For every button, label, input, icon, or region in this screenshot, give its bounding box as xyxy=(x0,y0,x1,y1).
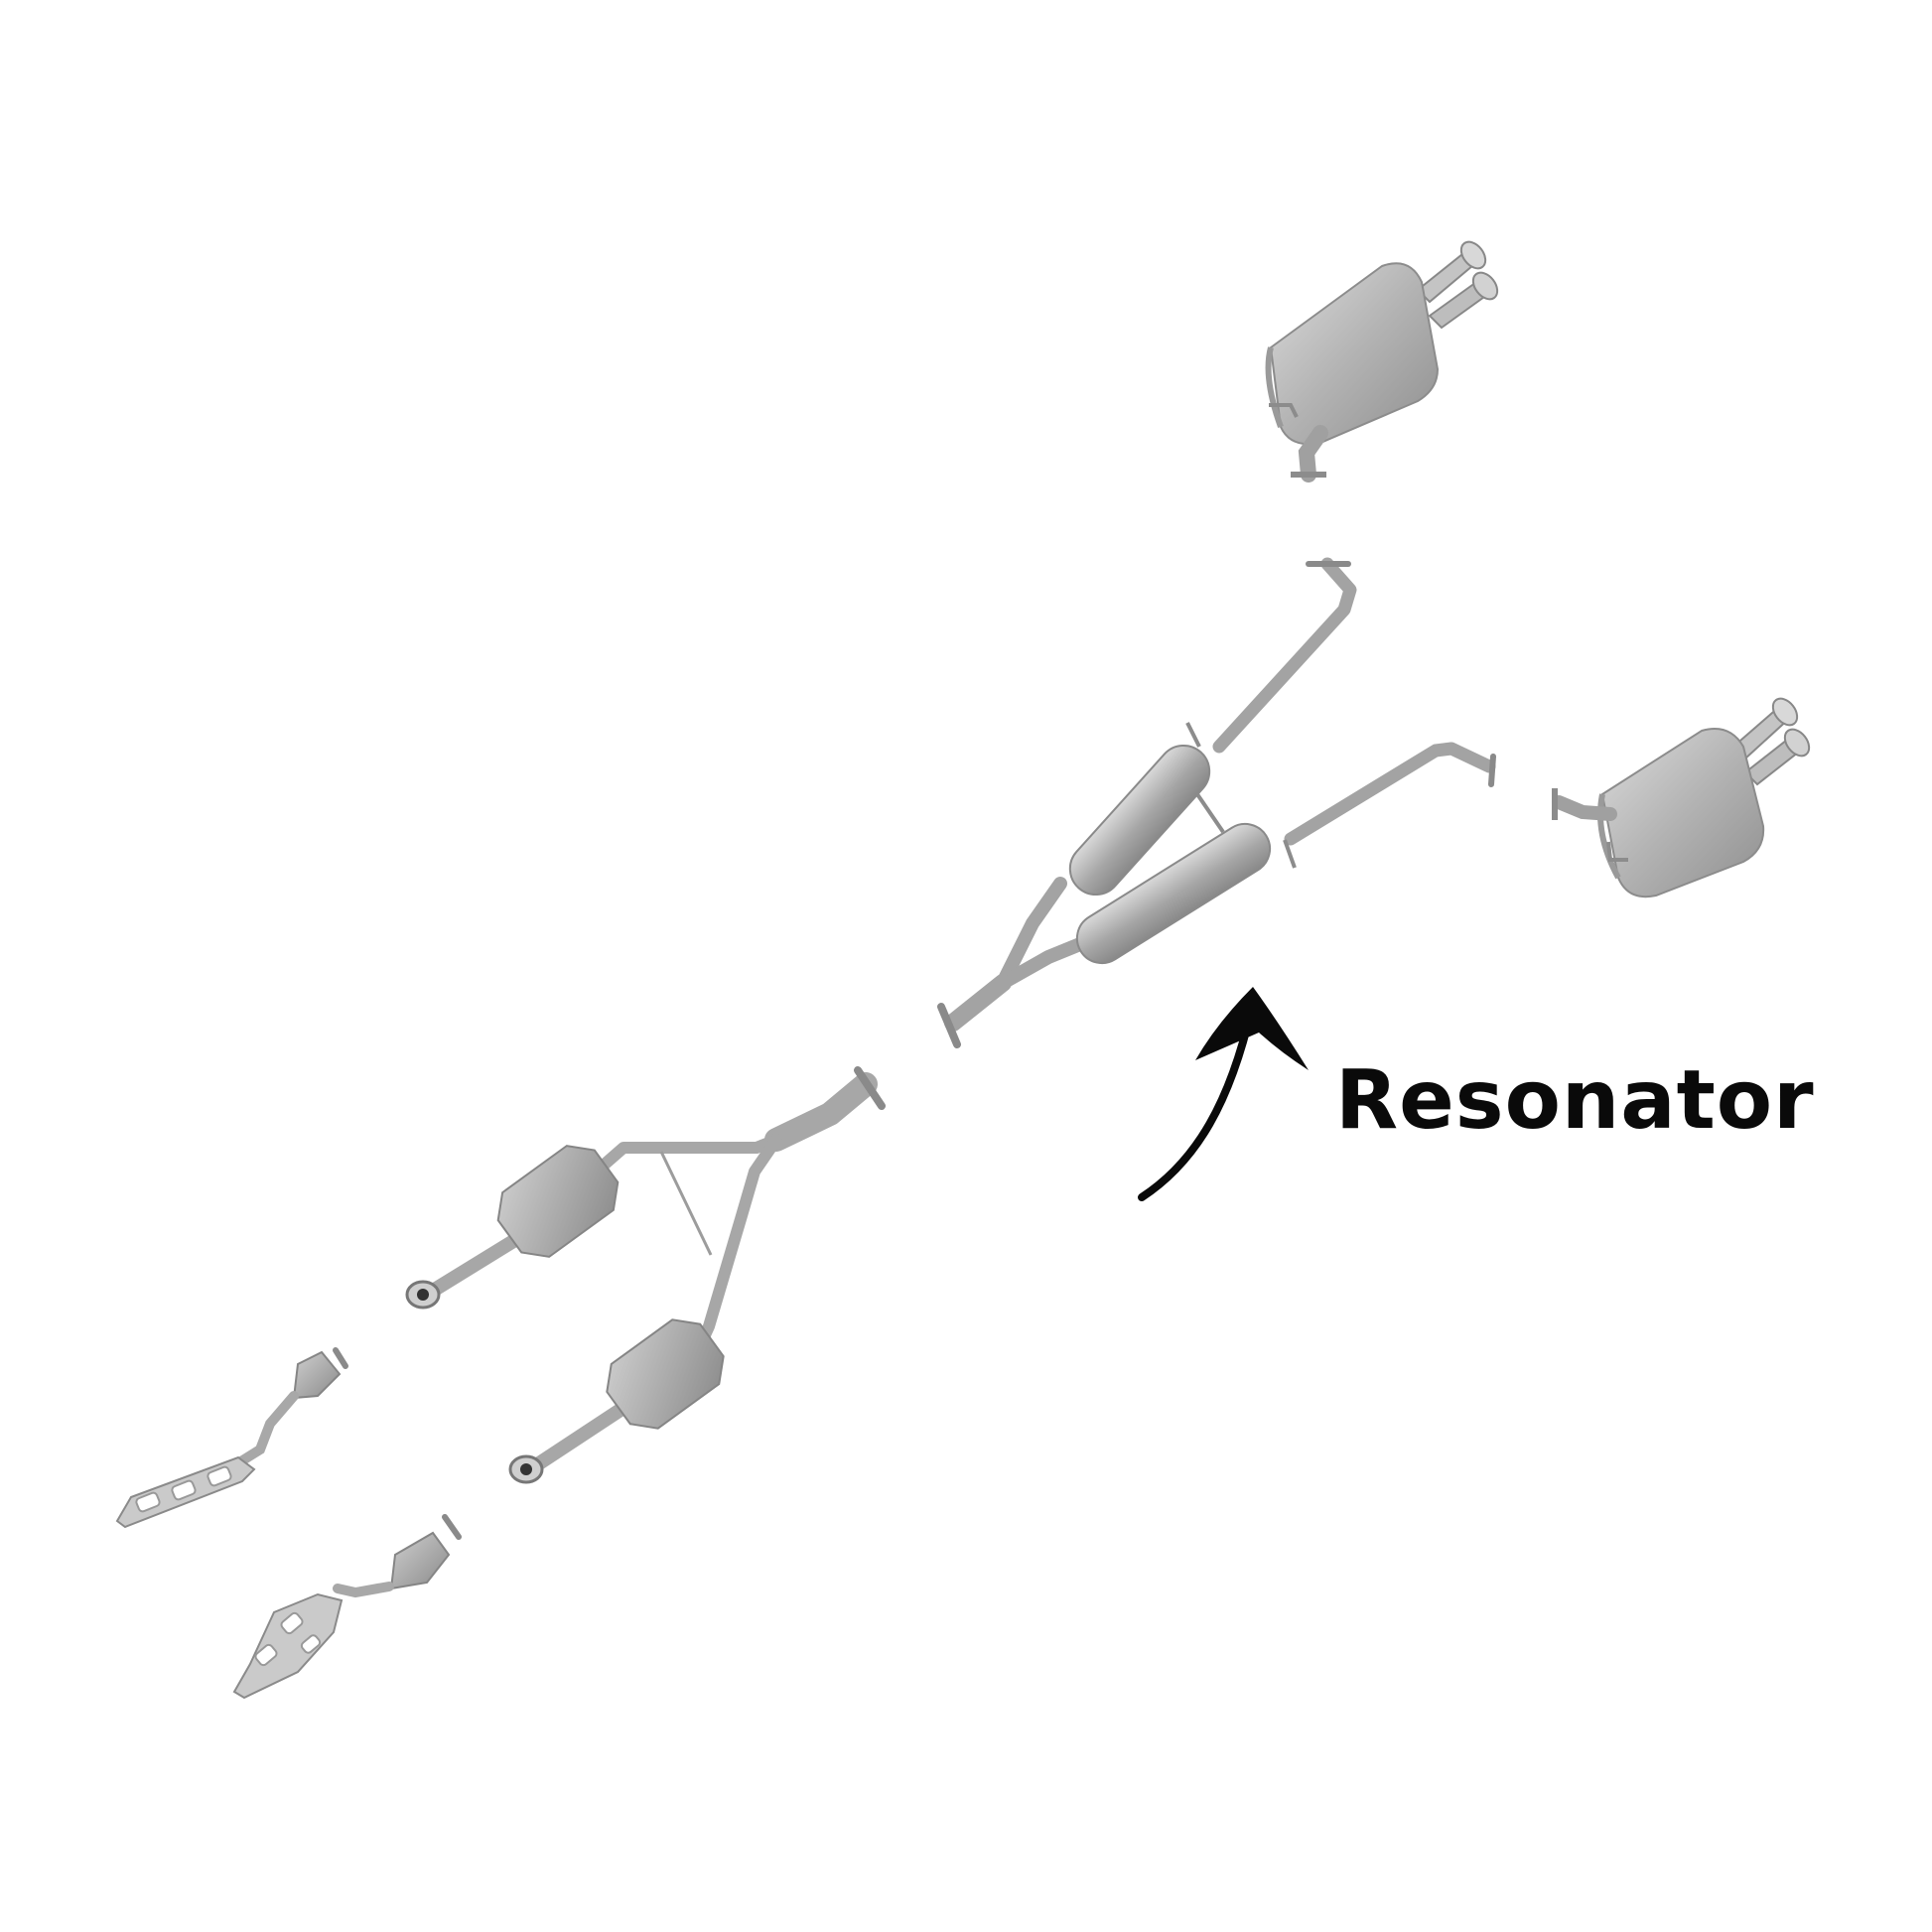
right-exhaust-manifold xyxy=(232,1514,462,1700)
resonator xyxy=(1075,822,1272,965)
y-pipe-catalytic-assembly xyxy=(405,1066,886,1484)
left-exhaust-manifold xyxy=(115,1347,348,1529)
upper-rear-muffler xyxy=(1265,240,1499,483)
resonator-label: Resonator xyxy=(1335,1053,1815,1148)
callout-arrow xyxy=(1138,987,1309,1201)
lower-rear-muffler xyxy=(1552,697,1811,898)
dual-resonator-midpipe xyxy=(937,557,1496,1048)
